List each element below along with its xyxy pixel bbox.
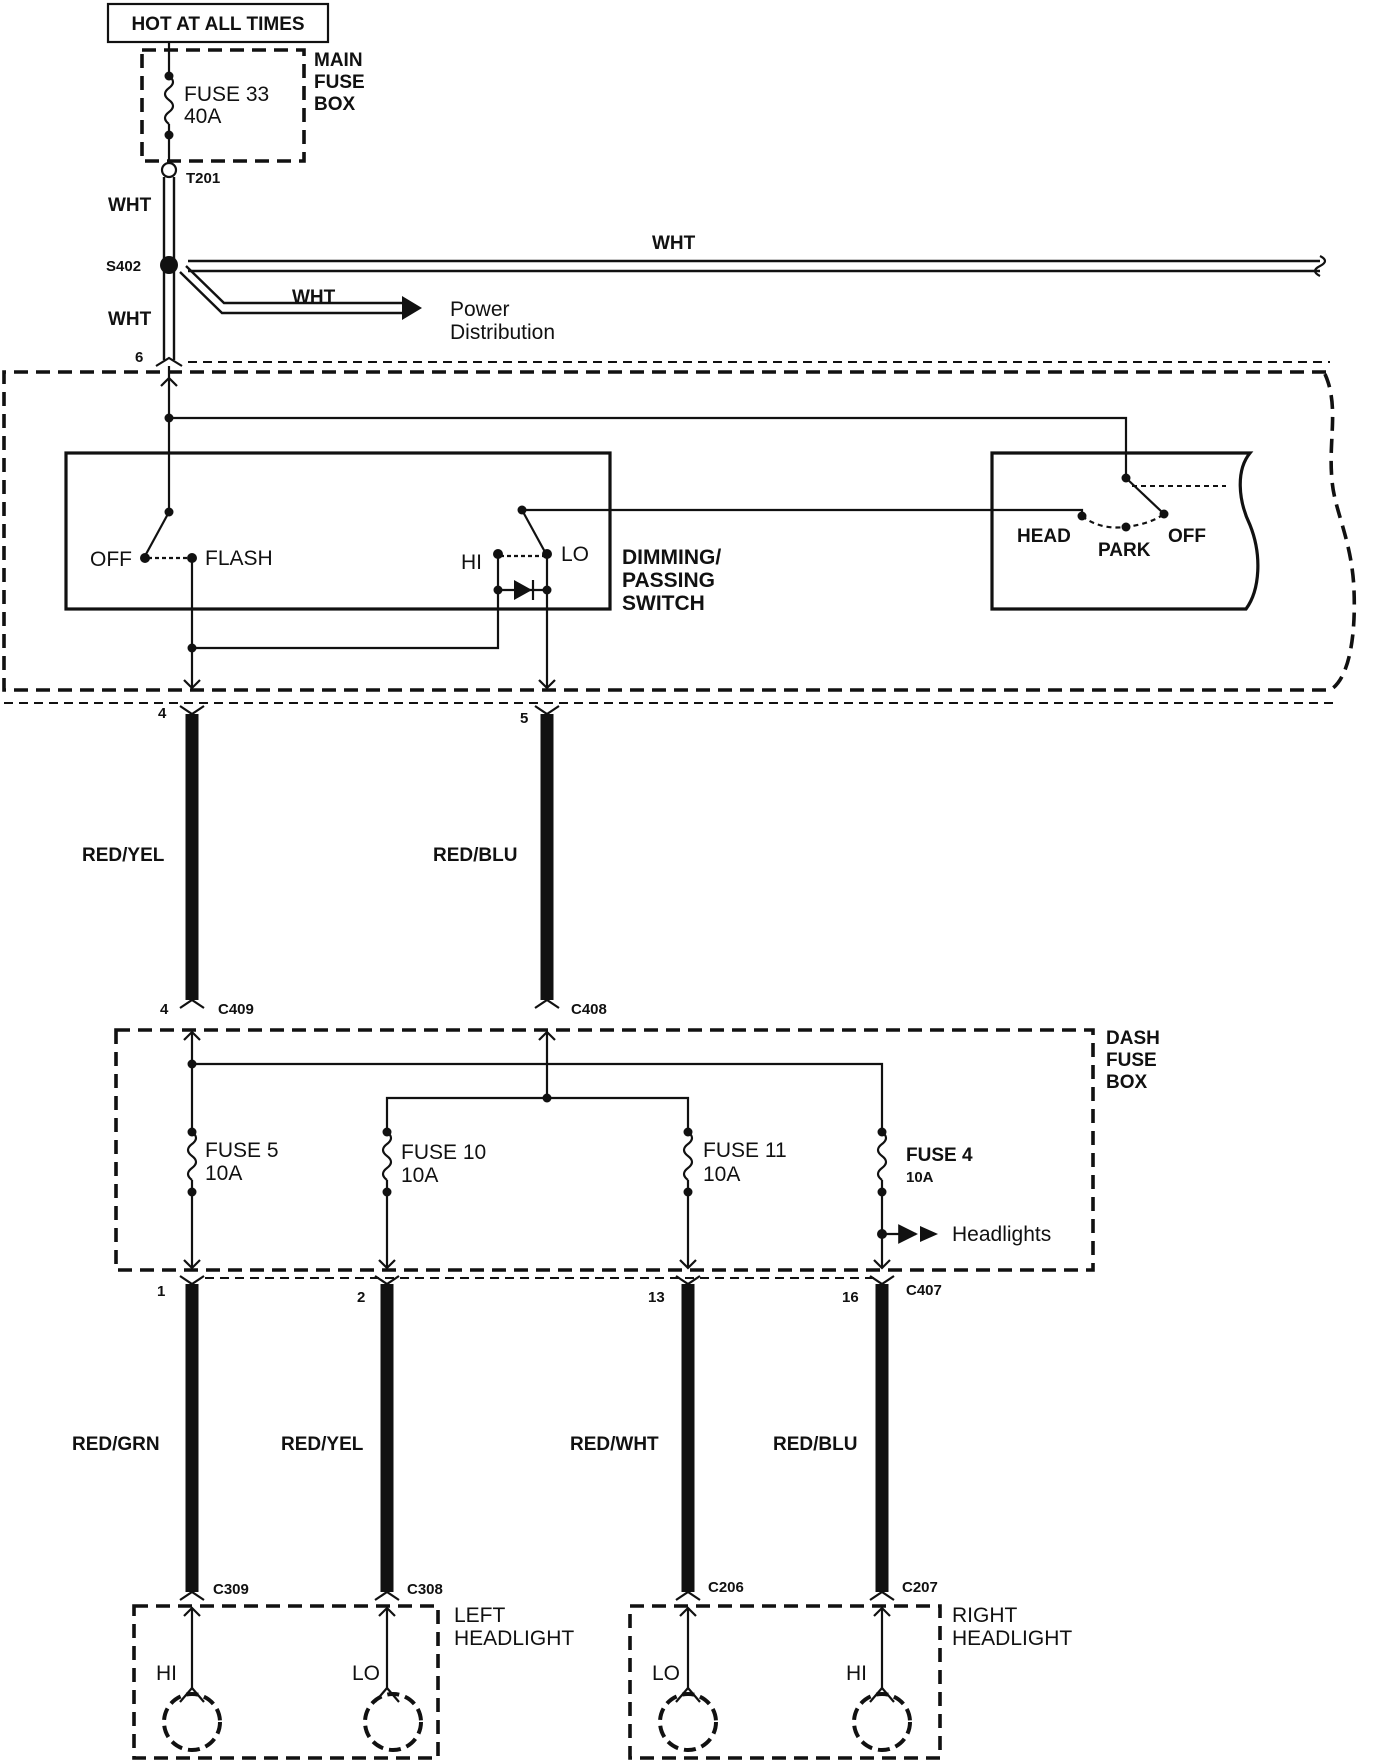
wht-label-diagonal: WHT (292, 287, 336, 308)
fuse-5-name: FUSE 5 (205, 1139, 279, 1162)
t201-label: T201 (186, 170, 220, 187)
right-headlight-box (628, 1604, 942, 1760)
c309-label: C309 (213, 1581, 249, 1598)
power-distribution-label-1: Power (450, 298, 510, 321)
left-headlight-label-1: LEFT (454, 1604, 506, 1627)
terminal-t201 (160, 161, 178, 179)
fuse-10-name: FUSE 10 (401, 1141, 486, 1164)
wht-label-horizontal: WHT (652, 233, 696, 254)
c408-label: C408 (571, 1001, 607, 1018)
left-lo-label: LO (352, 1662, 380, 1685)
splice-s402 (160, 256, 178, 274)
left-lo-bulb-icon (363, 1692, 423, 1752)
right-headlight-label-2: HEADLIGHT (952, 1627, 1072, 1650)
pin-6-label: 6 (135, 349, 143, 366)
fuse-10-rating: 10A (401, 1164, 438, 1187)
hi-switch-label: HI (461, 551, 482, 574)
fuse-10-icon (381, 1131, 393, 1181)
dimmer-switch-blade (521, 509, 546, 553)
dash-fuse-box-label-2: FUSE (1106, 1050, 1157, 1071)
pin-2-label: 2 (357, 1289, 365, 1306)
diode-icon (514, 580, 532, 600)
pin-1-label: 1 (157, 1283, 165, 1300)
headlights-arrow (920, 1226, 938, 1242)
pin-4-top-label: 4 (158, 705, 167, 722)
main-fuse-box (140, 48, 306, 163)
red-yel-output-label: RED/YEL (281, 1434, 364, 1455)
fuse-4-icon (876, 1131, 888, 1181)
red-yel-label: RED/YEL (82, 845, 165, 866)
right-lo-bulb-icon (658, 1692, 718, 1752)
headlights-label: Headlights (952, 1223, 1051, 1246)
head-label: HEAD (1017, 526, 1071, 547)
passing-switch-blade (144, 511, 170, 557)
headlight-switch-box (990, 451, 1260, 611)
red-blu-label: RED/BLU (433, 845, 517, 866)
main-fuse-box-label-3: BOX (314, 94, 356, 115)
wht-label-lower: WHT (108, 309, 152, 330)
c407-label: C407 (906, 1282, 942, 1299)
fuse-33-icon (163, 75, 175, 125)
right-headlight-label-1: RIGHT (952, 1604, 1018, 1627)
dash-fuse-box (114, 1028, 1095, 1272)
lo-switch-label: LO (561, 543, 589, 566)
main-fuse-box-label-1: MAIN (314, 50, 363, 71)
c409-label: C409 (218, 1001, 254, 1018)
right-hi-label: HI (846, 1662, 867, 1685)
wht-label-upper: WHT (108, 195, 152, 216)
left-headlight-label-2: HEADLIGHT (454, 1627, 574, 1650)
dash-fuse-box-label-3: BOX (1106, 1072, 1148, 1093)
red-wht-label: RED/WHT (570, 1434, 659, 1455)
s402-label: S402 (106, 258, 141, 275)
flash-label: FLASH (205, 547, 273, 570)
park-label: PARK (1098, 540, 1151, 561)
left-hi-label: HI (156, 1662, 177, 1685)
dimming-passing-label-3: SWITCH (622, 592, 705, 615)
fuse-33-name: FUSE 33 (184, 83, 269, 106)
fuse-11-icon (682, 1131, 694, 1181)
dash-fuse-box-label-1: DASH (1106, 1028, 1160, 1049)
dimming-passing-label-1: DIMMING/ (622, 546, 721, 569)
hot-at-all-times-label: HOT AT ALL TIMES (131, 14, 304, 35)
fuse-4-name: FUSE 4 (906, 1145, 973, 1166)
main-fuse-box-label-2: FUSE (314, 72, 365, 93)
off-label: OFF (90, 548, 132, 571)
pin-4-bottom-label: 4 (160, 1001, 169, 1018)
fuse-33-rating: 40A (184, 105, 221, 128)
red-grn-label: RED/GRN (72, 1434, 160, 1455)
power-distribution-arrow (402, 296, 422, 320)
red-blu-output-label: RED/BLU (773, 1434, 857, 1455)
pin-5-top-label: 5 (520, 710, 528, 727)
dimming-passing-label-2: PASSING (622, 569, 715, 592)
pin-16-label: 16 (842, 1289, 859, 1306)
c207-label: C207 (902, 1579, 938, 1596)
pin-13-label: 13 (648, 1289, 665, 1306)
fuse-5-icon (186, 1131, 198, 1181)
combination-switch-outline (2, 370, 1357, 692)
right-hi-bulb-icon (852, 1692, 912, 1752)
right-lo-label: LO (652, 1662, 680, 1685)
power-distribution-label-2: Distribution (450, 321, 555, 344)
fuse-4-rating: 10A (906, 1169, 934, 1186)
c206-label: C206 (708, 1579, 744, 1596)
fuse-11-name: FUSE 11 (703, 1139, 787, 1162)
headlight-switch-off-label: OFF (1168, 526, 1206, 547)
c308-label: C308 (407, 1581, 443, 1598)
dimming-passing-switch-box (64, 451, 612, 611)
hot-at-all-times-box (106, 2, 330, 44)
fuse-11-rating: 10A (703, 1163, 740, 1186)
left-hi-bulb-icon (162, 1692, 222, 1752)
left-headlight-box (132, 1604, 440, 1760)
fuse-5-rating: 10A (205, 1162, 242, 1185)
